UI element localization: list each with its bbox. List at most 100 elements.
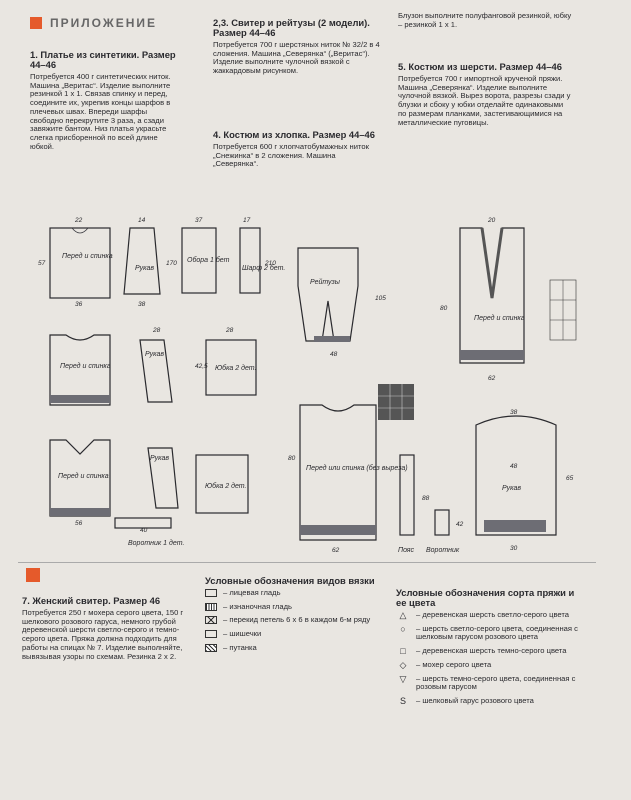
dim-text: 170 xyxy=(166,260,177,267)
legend-yarn-item: □ – деревенская шерсть темно-серого цвета xyxy=(396,646,586,657)
dim-text: 37 xyxy=(195,217,203,224)
pattern-front-or-back xyxy=(299,404,377,541)
patterns-diagram: Перед и спинка 22 57 36 Рукав 14 38 Обор… xyxy=(38,217,577,554)
yarn-symbol-icon: S xyxy=(399,695,406,706)
section-5-title: 5. Костюм из шерсти. Размер 44–46 xyxy=(398,61,562,72)
section-7-title: 7. Женский свитер. Размер 46 xyxy=(22,595,161,606)
yarn-symbol-icon: □ xyxy=(400,646,406,657)
rib-band xyxy=(484,520,546,532)
legend-yarn-item: ◇– мохер серого цвета xyxy=(396,659,586,670)
dim-text: 36 xyxy=(75,301,83,308)
section-1: 1. Платье из синтетики. Размер 44–46 Пот… xyxy=(30,50,180,151)
dim-text: 56 xyxy=(75,520,83,527)
dim-text: 20 xyxy=(487,217,496,224)
dim-text: 42,5 xyxy=(195,363,208,370)
legend-stitch-item: – изнаночная гладь xyxy=(205,601,375,612)
legend-yarn-list: △ – деревенская шерсть светло-серого цвет… xyxy=(396,610,586,706)
section-4: 4. Костюм из хлопка. Размер 44–46 Потреб… xyxy=(213,130,378,169)
dim-text: 38 xyxy=(138,301,146,308)
label-scarf: Шарф 2 бет. xyxy=(242,264,285,272)
pattern-collar-2 xyxy=(434,509,450,536)
label-trim: Обора 1 бет xyxy=(187,256,230,264)
dim-text: 14 xyxy=(138,217,146,224)
stitch-symbol-icon xyxy=(205,643,217,652)
rib-band xyxy=(460,350,524,360)
legend-stitches-title: Условные обозначения видов вязки xyxy=(205,575,375,586)
label-sleeve: Рукав xyxy=(145,351,164,358)
dim-text: 48 xyxy=(510,463,518,470)
pattern-front-back-1 xyxy=(49,227,111,299)
label-front-back-5: Перед и спинка xyxy=(474,314,525,322)
label-front-back-2: Перед и спинка xyxy=(60,362,111,370)
yarn-symbol-icon: △ xyxy=(399,610,407,620)
rib-band xyxy=(314,336,350,342)
dim-text: 22 xyxy=(74,217,83,224)
pattern-sleeve-2 xyxy=(139,339,173,403)
dim-text: 105 xyxy=(375,295,386,302)
page-header: ПРИЛОЖЕНИЕ xyxy=(30,16,157,30)
legend-yarn-item: S – шелковый гарус розового цвета xyxy=(396,695,586,706)
dim-text: 62 xyxy=(332,547,340,554)
dim-text: 88 xyxy=(422,495,430,502)
label-skirt: Юбка 2 дет. xyxy=(205,482,247,490)
legend-stitches: Условные обозначения видов вязки – лицев… xyxy=(205,576,375,658)
dim-text: 28 xyxy=(152,327,161,334)
pattern-collar xyxy=(114,517,172,529)
section-7: 7. Женский свитер. Размер 46 Потребуется… xyxy=(22,596,190,661)
legend-yarn-text: – деревенская шерсть темно-серого цвета xyxy=(416,646,567,656)
dim-text: 65 xyxy=(566,475,574,482)
legend-yarn-text: – мохер серого цвета xyxy=(416,659,492,669)
legend-yarn-text: – шерсть темно-серого цвета, соединенная… xyxy=(416,673,576,692)
legend-stitch-text: – шишечки xyxy=(223,629,262,639)
dim-text: 17 xyxy=(243,217,251,224)
legend-stitches-list: – лицевая гладь – изнаночная гладь – перек… xyxy=(205,588,375,653)
label-collar: Воротник 1 дет. xyxy=(128,539,184,547)
legend-yarn-title: Условные обозначения сорта пряжи и ее цв… xyxy=(396,587,575,608)
orange-square-icon xyxy=(30,17,42,29)
dim-text: 42 xyxy=(456,521,464,528)
pattern-sleeve-3 xyxy=(147,447,179,509)
legend-yarn-text: – шелковый гарус розового цвета xyxy=(416,695,534,705)
pattern-skirt-1 xyxy=(205,339,257,396)
legend-stitch-item: – лицевая гладь xyxy=(205,588,375,598)
legend-yarn: Условные обозначения сорта пряжи и ее цв… xyxy=(396,588,586,711)
legend-yarn-text: – деревенская шерсть светло-серого цвета xyxy=(416,610,569,619)
pattern-trim xyxy=(181,227,217,294)
section-5-body: Потребуется 700 г импортной крученой пря… xyxy=(398,74,571,127)
rib-band xyxy=(50,395,110,403)
label-collar-2: Воротник xyxy=(426,547,460,554)
section-1-title: 1. Платье из синтетики. Размер 44–46 xyxy=(30,49,176,70)
section-5: 5. Костюм из шерсти. Размер 44–46 Потреб… xyxy=(398,62,573,127)
label-skirt: Юбка 2 дет. xyxy=(215,364,257,372)
stitch-symbol-icon xyxy=(205,602,217,611)
section-2-3: 2,3. Свитер и рейтузы (2 модели). Размер… xyxy=(213,18,383,76)
legend-yarn-text: – шерсть светло-серого цвета, соединенна… xyxy=(416,623,578,642)
legend-yarn-item: ○ – шерсть светло-серого цвета, соединенн… xyxy=(396,623,586,642)
jacquard-chart xyxy=(378,384,414,420)
legend-stitch-item: – перекид петель 6 х 6 в каждом 6-м ряду xyxy=(205,616,375,625)
section-4-cont-body: Блузон выполните полуфанговой резинкой, … xyxy=(398,11,572,29)
legend-stitch-text: – путанка xyxy=(223,642,257,652)
section-7-body: Потребуется 250 г мохера серого цвета, 1… xyxy=(22,608,184,661)
rib-band xyxy=(300,525,376,535)
page-title: ПРИЛОЖЕНИЕ xyxy=(50,16,157,30)
pattern-scarf xyxy=(239,227,261,294)
legend-stitch-item: – шишечки xyxy=(205,629,375,639)
dim-text: 62 xyxy=(488,375,496,382)
legend-stitch-text: – изнаночная гладь xyxy=(223,601,292,611)
legend-stitch-text: – перекид петель 6 х 6 в каждом 6-м ряду xyxy=(223,615,371,625)
yarn-symbol-icon: ○ xyxy=(400,623,406,634)
label-leggings: Рейтузы xyxy=(310,278,341,286)
dim-text: 80 xyxy=(440,305,448,312)
stitch-symbol-icon xyxy=(205,616,217,625)
pattern-leggings xyxy=(297,247,359,342)
legend-yarn-item: ▽– шерсть темно-серого цвета, соединенна… xyxy=(396,673,586,692)
dim-text: 57 xyxy=(38,260,46,267)
label-sleeve: Рукав xyxy=(150,455,169,462)
legend-stitch-text: – лицевая гладь xyxy=(223,588,281,597)
label-sleeve: Рукав xyxy=(135,265,154,272)
section-divider xyxy=(18,562,596,563)
section-2-3-body: Потребуется 700 г шерстяных ниток № 32/2… xyxy=(213,40,380,76)
label-front-back-3: Перед и спинка xyxy=(58,472,109,480)
